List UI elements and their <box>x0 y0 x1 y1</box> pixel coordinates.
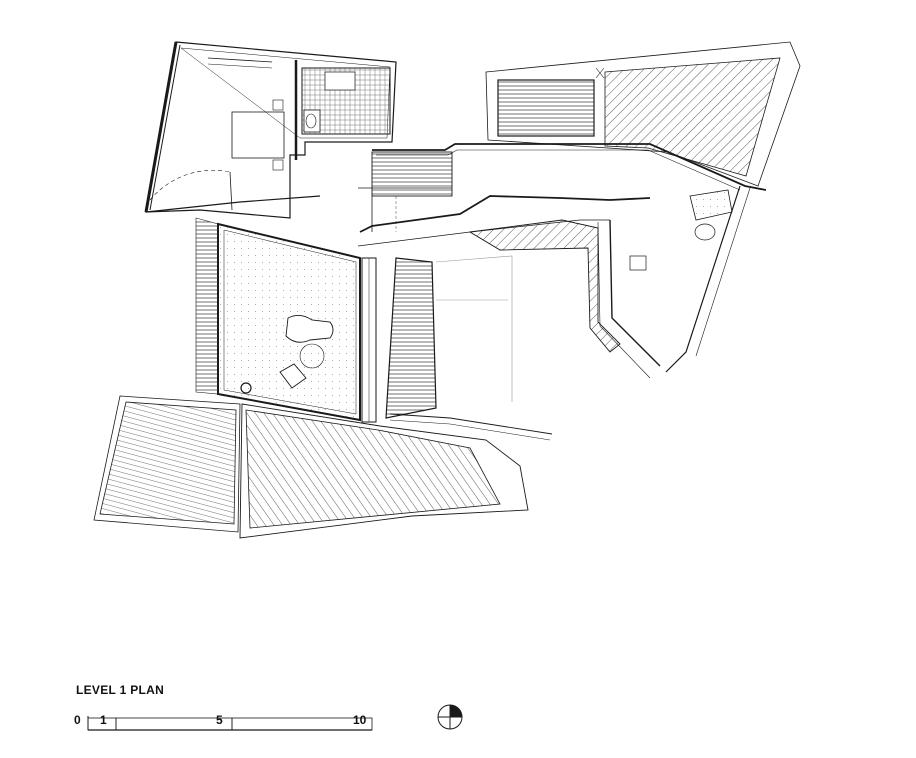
scale-bar <box>87 716 373 731</box>
central-terrace <box>217 222 361 422</box>
open-void <box>435 255 513 402</box>
right-wing <box>597 185 751 379</box>
corridor-walls <box>145 143 767 247</box>
upper-deck <box>485 41 801 187</box>
scale-label-0: 0 <box>74 713 81 727</box>
plan-title: LEVEL 1 PLAN <box>76 683 165 697</box>
central-wall <box>361 257 377 423</box>
scale-label-1: 1 <box>100 713 107 727</box>
bedroom-block <box>144 41 397 219</box>
lower-deck <box>239 403 553 539</box>
scale-label-10: 10 <box>353 713 367 727</box>
stair <box>358 151 453 232</box>
bathroom <box>294 60 391 160</box>
left-side-strip <box>195 217 219 395</box>
scale-label-5: 5 <box>216 713 223 727</box>
hatched-wall-band <box>468 219 621 353</box>
north-arrow-icon <box>437 704 463 730</box>
lower-left-deck <box>93 395 241 533</box>
ramp <box>385 257 437 419</box>
